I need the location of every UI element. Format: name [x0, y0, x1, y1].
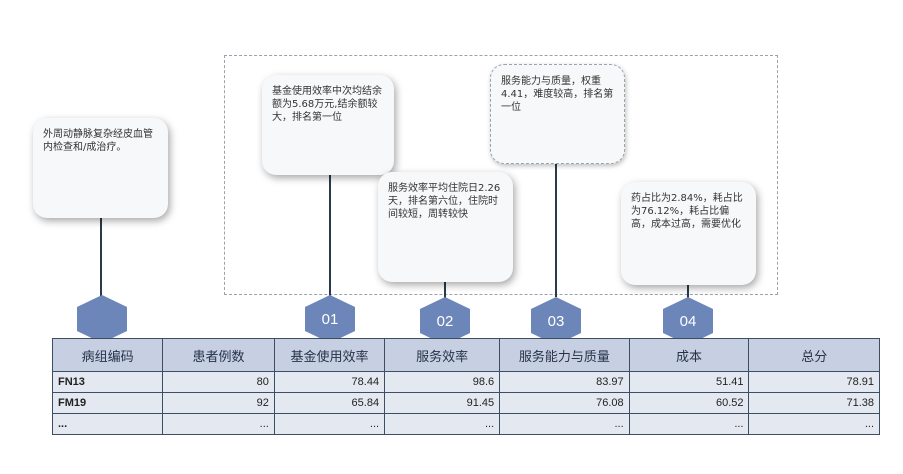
cell-code: FM19	[51, 392, 164, 414]
cell-value: 98.6	[384, 371, 501, 393]
header-cost: 成本	[628, 338, 750, 372]
cell-value: 78.44	[273, 371, 386, 393]
cell-code: FN13	[51, 371, 164, 393]
connector-fund	[329, 172, 331, 297]
callout-intro: 外周动静脉复杂经皮血管内检查和/成治疗。	[33, 118, 168, 218]
cell-value: ...	[628, 413, 750, 435]
header-total: 总分	[748, 338, 880, 372]
callout-fund: 基金使用效率中次均结余额为5.68万元,结余额较大，排名第一位	[262, 75, 394, 175]
cell-value: 51.41	[628, 371, 750, 393]
table-row: ... ... ... ... ... ... ...	[51, 413, 880, 435]
callout-service: 服务效率平均住院日2.26天，排名第六位，住院时间较短，周转较快	[378, 172, 513, 282]
cell-code: ...	[51, 413, 164, 435]
table-header-row: 病组编码 患者例数 基金使用效率 服务效率 服务能力与质量 成本 总分	[51, 338, 880, 372]
connector-capability	[555, 162, 557, 297]
connector-service	[444, 280, 446, 300]
cell-value: ...	[162, 413, 275, 435]
cell-value: ...	[499, 413, 630, 435]
cell-value: 78.91	[748, 371, 880, 393]
marker-02: 02	[420, 297, 470, 345]
cell-value: ...	[384, 413, 501, 435]
cell-value: 83.97	[499, 371, 630, 393]
header-patient-count: 患者例数	[162, 338, 275, 372]
cell-value: 92	[162, 392, 275, 414]
cell-value: 76.08	[499, 392, 630, 414]
cell-value: ...	[273, 413, 386, 435]
connector-cost	[687, 283, 689, 298]
connector-intro	[100, 215, 102, 300]
table-row: FM19 92 65.84 91.45 76.08 60.52 71.38	[51, 392, 880, 414]
cell-value: ...	[748, 413, 880, 435]
highlight-frame	[224, 55, 778, 295]
cell-value: 60.52	[628, 392, 750, 414]
marker-01: 01	[305, 295, 355, 343]
hexagon-blank	[77, 295, 127, 343]
callout-capability: 服务能力与质量，权重4.41，难度较高，排名第一位	[490, 64, 625, 164]
table-row: FN13 80 78.44 98.6 83.97 51.41 78.91	[51, 371, 880, 393]
scores-table: 病组编码 患者例数 基金使用效率 服务效率 服务能力与质量 成本 总分 FN13…	[51, 338, 880, 435]
header-service-efficiency: 服务效率	[384, 338, 501, 372]
header-fund-efficiency: 基金使用效率	[273, 338, 386, 372]
cell-value: 80	[162, 371, 275, 393]
cell-value: 71.38	[748, 392, 880, 414]
callout-cost: 药占比为2.84%，耗占比为76.12%，耗占比偏高，成本过高，需要优化	[621, 182, 756, 285]
header-capability-quality: 服务能力与质量	[499, 338, 630, 372]
cell-value: 91.45	[384, 392, 501, 414]
cell-value: 65.84	[273, 392, 386, 414]
header-drg-code: 病组编码	[51, 338, 164, 372]
